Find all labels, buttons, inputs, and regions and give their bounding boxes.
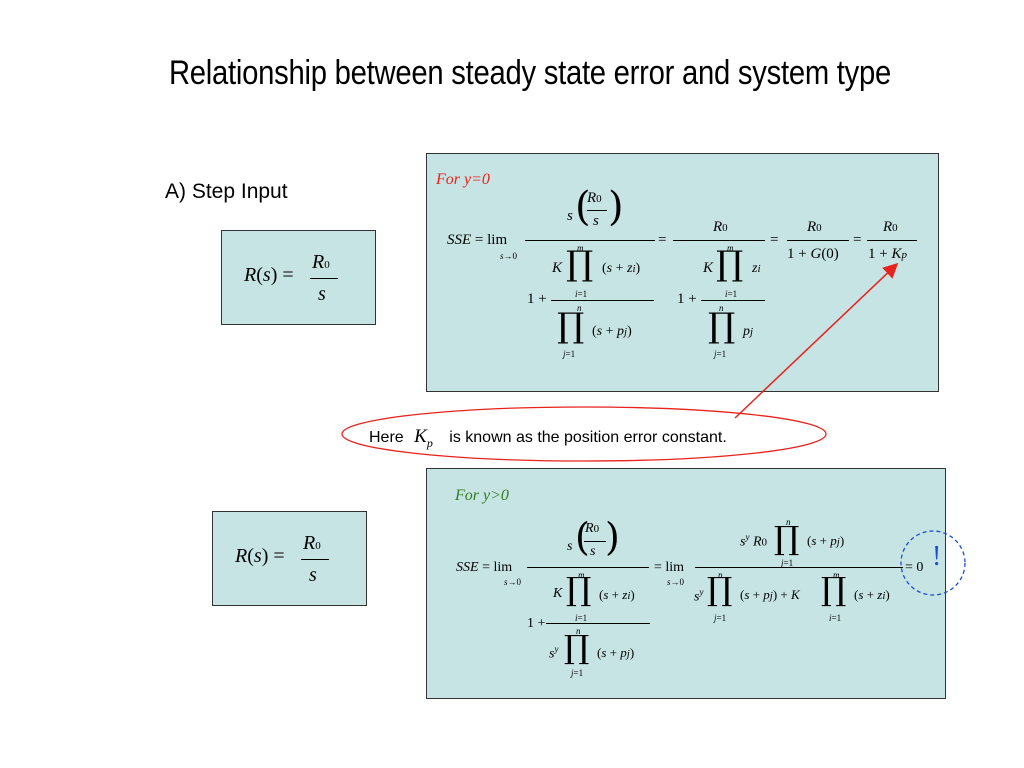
sse-box-type-nonzero: For y>0 SSE = lim s→0 s ( R0 s ) m K ∏ (…: [426, 468, 946, 699]
input-equation-box-bottom: R(s) = R0 s: [212, 511, 367, 606]
exclamation-mark: !: [932, 541, 942, 572]
result-highlight-circle: [900, 530, 966, 596]
rs-equation: R(s) =: [244, 264, 294, 286]
rs-numerator: R0: [303, 532, 321, 554]
rs-numerator: R0: [312, 251, 330, 273]
rs-equation: R(s) =: [235, 545, 285, 567]
type-zero-label: For y=0: [436, 171, 490, 188]
kp-arrow: [734, 262, 899, 419]
note-prefix: Here: [369, 429, 404, 446]
highlight-ellipse: [341, 406, 827, 462]
input-equation-box-top: R(s) = R0 s: [221, 230, 376, 325]
sse-box-type-zero: For y=0 SSE = lim s→0 s ( R0 s ) m K ∏ (…: [426, 153, 939, 392]
rs-denominator: s: [309, 564, 317, 586]
position-constant-note: Here Kp is known as the position error c…: [369, 426, 727, 451]
numerator-s: s: [567, 208, 573, 224]
rs-denominator: s: [318, 283, 326, 305]
type-nonzero-label: For y>0: [455, 487, 509, 504]
sse-symbol: SSE = lim: [447, 232, 508, 248]
section-heading: A) Step Input: [165, 180, 288, 203]
kp-symbol: Kp: [414, 426, 433, 450]
note-suffix: is known as the position error constant.: [449, 429, 727, 446]
slide-title: Relationship between steady state error …: [168, 54, 892, 92]
